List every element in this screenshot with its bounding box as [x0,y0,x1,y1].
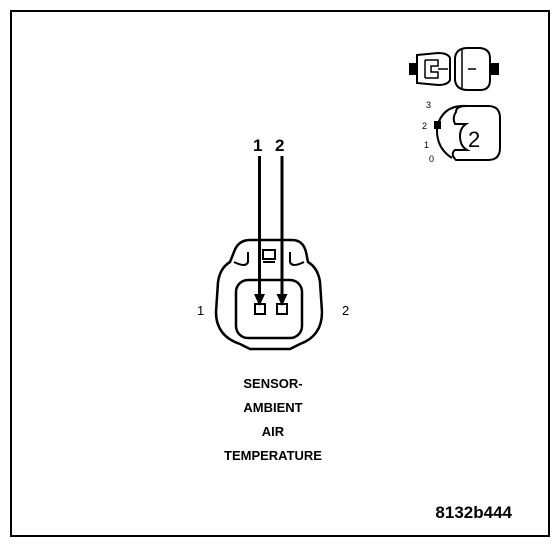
wire-label-1: 1 [253,136,262,155]
wire-label-2: 2 [275,136,284,155]
wire-leaders [254,156,288,306]
connector-number-label: 2 [468,127,480,152]
side-label-1: 1 [197,303,204,318]
caption-line-4: TEMPERATURE [224,448,322,463]
scale-label-1: 1 [424,140,429,150]
scale-label-0: 0 [429,154,434,164]
scale-label-2: 2 [422,121,427,131]
diagram-frame [10,10,550,537]
caption-line-1: SENSOR- [243,376,302,391]
pin-terminal-1 [254,303,266,315]
arrowhead-2-icon [276,294,288,306]
figure-id: 8132b444 [435,503,512,522]
side-label-2: 2 [342,303,349,318]
scale-label-3: 3 [426,100,431,110]
connector-rotation-icon: 3 2 1 0 2 [422,100,501,164]
connector-side-view-icon [409,47,499,91]
arrowhead-1-icon [254,294,265,306]
caption-line-2: AMBIENT [243,400,302,415]
caption: SENSOR- AMBIENT AIR TEMPERATURE [224,376,322,463]
connector-face [214,238,324,351]
caption-line-3: AIR [262,424,285,439]
